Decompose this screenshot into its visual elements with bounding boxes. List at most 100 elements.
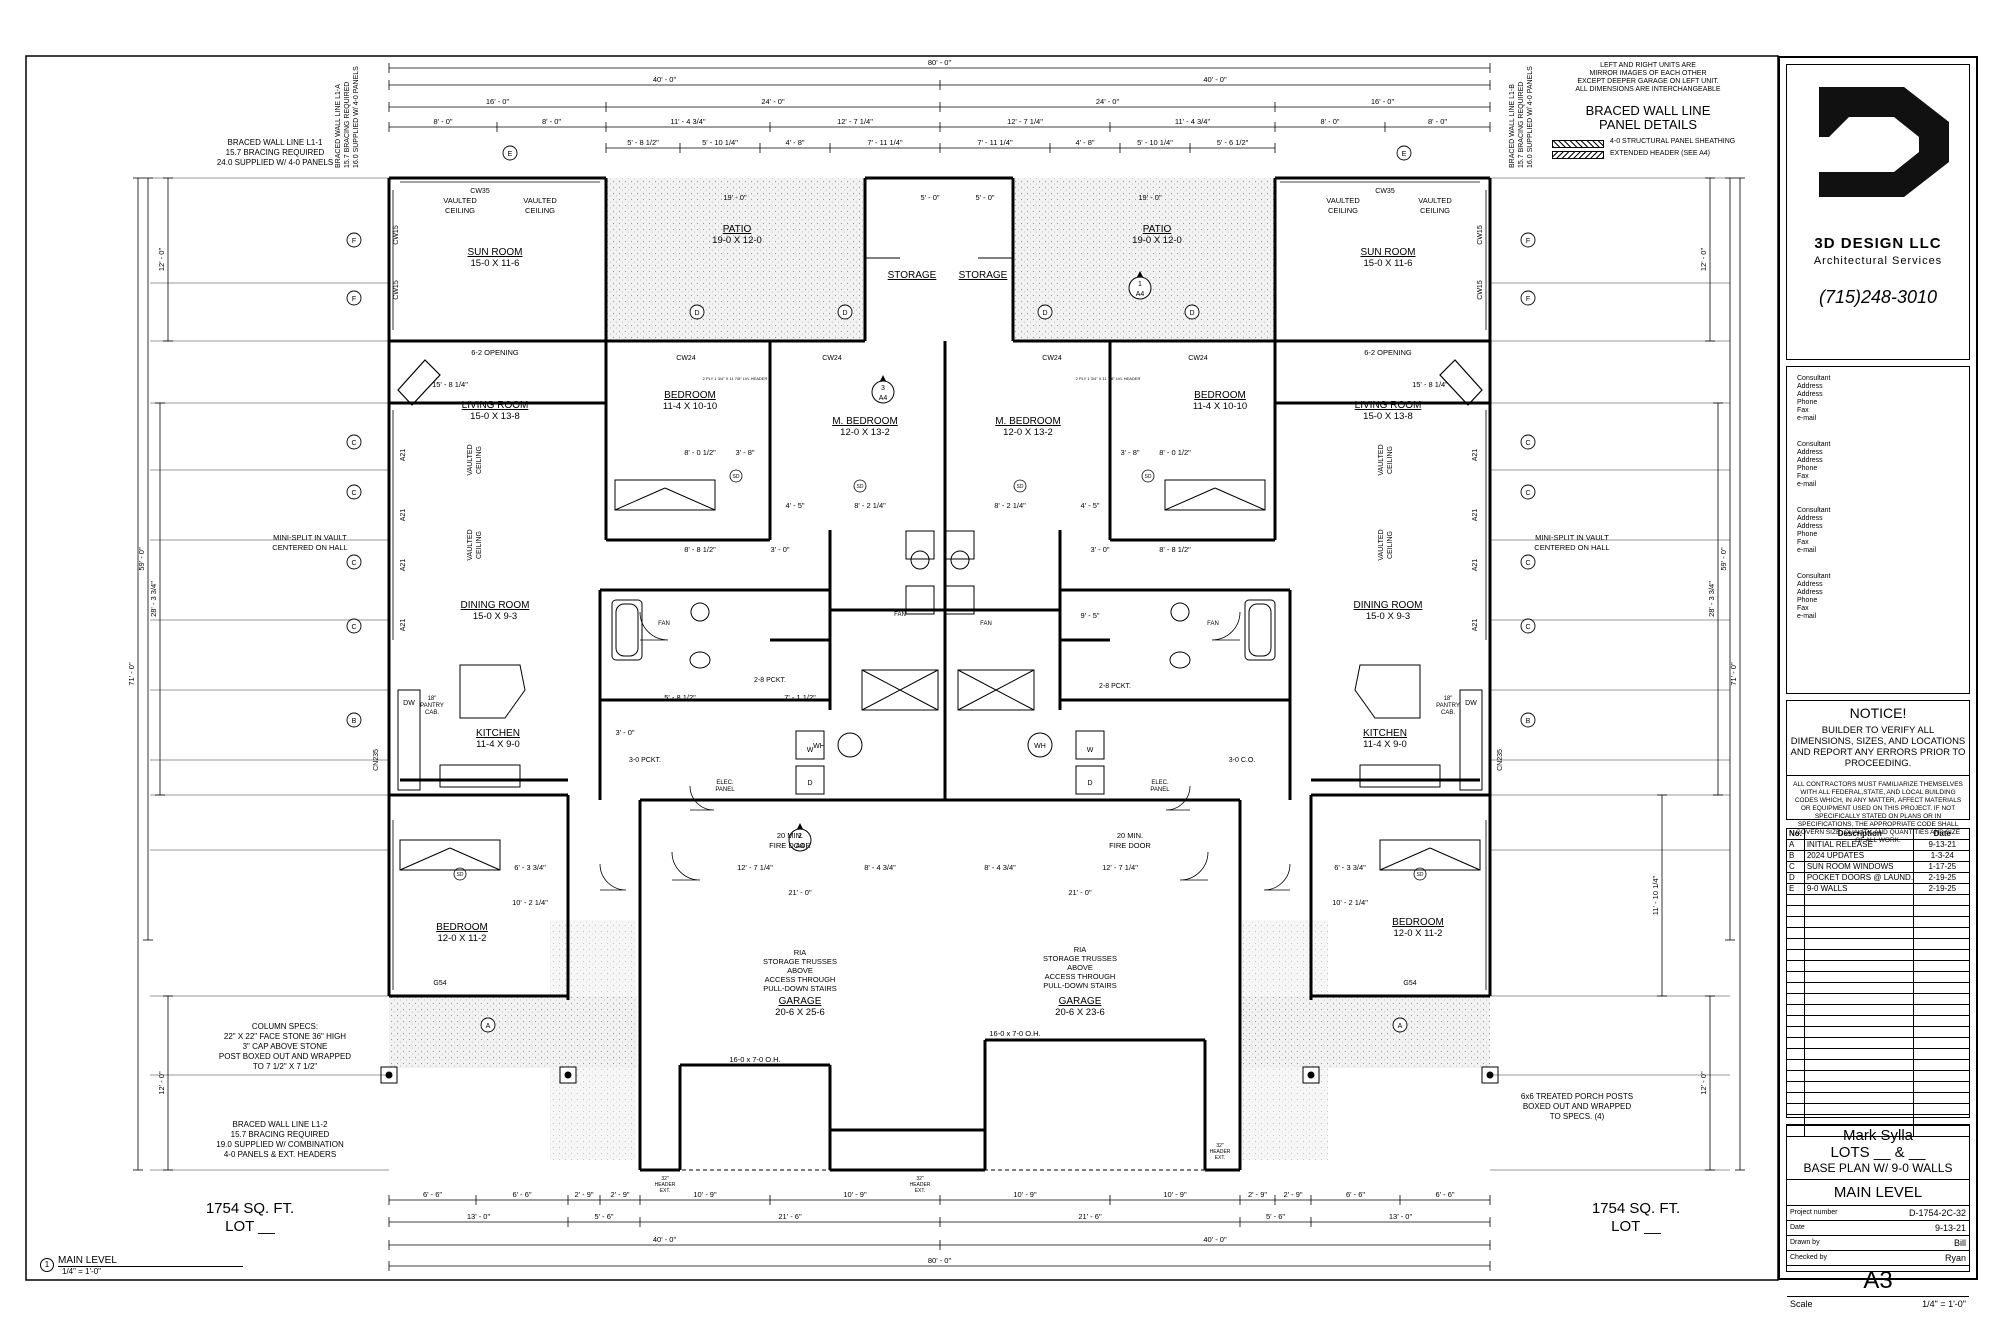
sd-label: SD [457,872,464,878]
room-name: GARAGE [1059,996,1102,1007]
dimension-label: 10' - 9" [1013,1190,1037,1199]
door-swing [1165,785,1191,811]
pantry-label: 18" [1444,696,1453,702]
fan-label: FAN [980,621,992,627]
interior-dimension: 10' - 2 1/4" [1332,898,1368,907]
vaulted-label: CEILING [1328,206,1358,215]
dryer-label: D [1087,780,1092,787]
pantry-label: CAB. [1441,710,1455,716]
interior-dimension: 19' - 0" [723,193,747,202]
toilet [1169,651,1191,669]
interior-dimension: 5' - 8 1/2" [664,693,696,702]
room-name: DINING ROOM [1354,600,1423,611]
brace-tag-icon [1037,304,1053,320]
plan-name: BASE PLAN W/ 9-0 WALLS [1803,1161,1953,1175]
brace-tag-label: D [1042,310,1047,317]
window-tag: A21 [1472,619,1479,632]
truss-note: RIA [1074,945,1087,954]
revision-row [1787,1093,1969,1104]
room-name: GARAGE [779,996,822,1007]
smoke-detector-icon [1141,469,1155,483]
window-tag: CW24 [822,355,842,362]
window-tag: A21 [1472,509,1479,522]
door-swing [1179,851,1209,881]
vaulted-label: CEILING [1420,206,1450,215]
brace-tag-label: D [694,310,699,317]
room-size: 15-0 X 9-3 [473,611,517,622]
truss-note: ABOVE [787,966,813,975]
bifold [1214,487,1266,511]
fire-door-note: 20 MIN. [1117,831,1143,840]
dimension-label: 59' - 0" [1719,547,1728,571]
interior-dimension: 3' - 0" [615,728,634,737]
notice-box: NOTICE! BUILDER TO VERIFY ALL DIMENSIONS… [1786,700,1970,844]
dimension-label: 5' - 10 1/4" [1137,138,1173,147]
truss-note: RIA [794,948,807,957]
brace-tag-label: C [351,560,356,567]
dimension-label: 8' - 0" [1320,117,1339,126]
window-tag: CW35 [470,188,490,195]
lvl-header-note: 2 PLY 1 3/4" X 11 7/8" LVL HEADER [1076,376,1141,381]
brace-tag-icon [1520,618,1536,634]
revision-row [1787,1104,1969,1115]
dimension-label: 7' - 11 1/4" [977,138,1013,147]
counter-left [397,689,421,791]
brace-tag-icon [1520,232,1536,248]
dimension-label: 80' - 0" [928,58,952,67]
title-block: 3D DESIGN LLC Architectural Services (71… [1778,56,1978,1309]
shower-x [957,669,1035,711]
room-name: M. BEDROOM [995,416,1061,427]
room-name: BEDROOM [664,390,716,401]
vaulted-label: VAULTED [1378,529,1385,560]
vaulted-label: VAULTED [443,196,477,205]
vanity [905,530,935,560]
sqft-right: 1754 SQ. FT.LOT __ [1591,1200,1681,1235]
smoke-detector-icon [1413,867,1427,881]
interior-dimension: 5' - 0" [975,193,994,202]
revision-row [1787,928,1969,939]
revision-row [1787,972,1969,983]
closet [399,839,501,871]
section-number: 1 [1138,281,1142,288]
vanity [905,585,935,615]
dimension-label: 40' - 0" [1203,75,1227,84]
vaulted-label: CEILING [1387,446,1394,474]
interior-dimension: 3' - 0" [770,545,789,554]
firm-name: 3D DESIGN LLC [1814,235,1942,252]
dimension-label: 10' - 9" [843,1190,867,1199]
dimension-label: 24' - 0" [761,97,785,106]
brace-tag-label: C [1525,560,1530,567]
interior-dimension: 6' - 3 3/4" [514,863,546,872]
vaulted-label: VAULTED [467,444,474,475]
window-tag: CW24 [1188,355,1208,362]
room-size: 11-4 X 10-10 [1193,401,1247,412]
section-number: 3 [881,385,885,392]
truss-note: PULL-DOWN STAIRS [1043,981,1117,990]
window-tag: CW35 [1375,188,1395,195]
fireplace-right [1439,359,1483,406]
vaulted-label: CEILING [445,206,475,215]
column-specs-note: COLUMN SPECS:22" X 22" FACE STONE 36" HI… [218,1022,352,1071]
dimension-label: 71' - 0" [127,662,136,686]
counter-right [1459,689,1483,791]
brace-tag-label: B [352,718,357,725]
appliance [795,730,825,760]
porch-bottom-right-fill [1242,920,1328,1160]
vaulted-label: VAULTED [523,196,557,205]
brace-tag-icon [346,554,362,570]
section-sheet: A4 [1136,291,1145,298]
header-ext-label: HEADER [910,1182,931,1188]
dimension-label: 13' - 0" [1389,1212,1413,1221]
interior-dimension: 3' - 0" [1090,545,1109,554]
dimension-label: 40' - 0" [653,1235,677,1244]
brace-tag-icon [346,434,362,450]
revision-row [1787,983,1969,994]
dimension-label: 4' - 8" [785,138,804,147]
fire-door-note: 20 MIN. [777,831,803,840]
